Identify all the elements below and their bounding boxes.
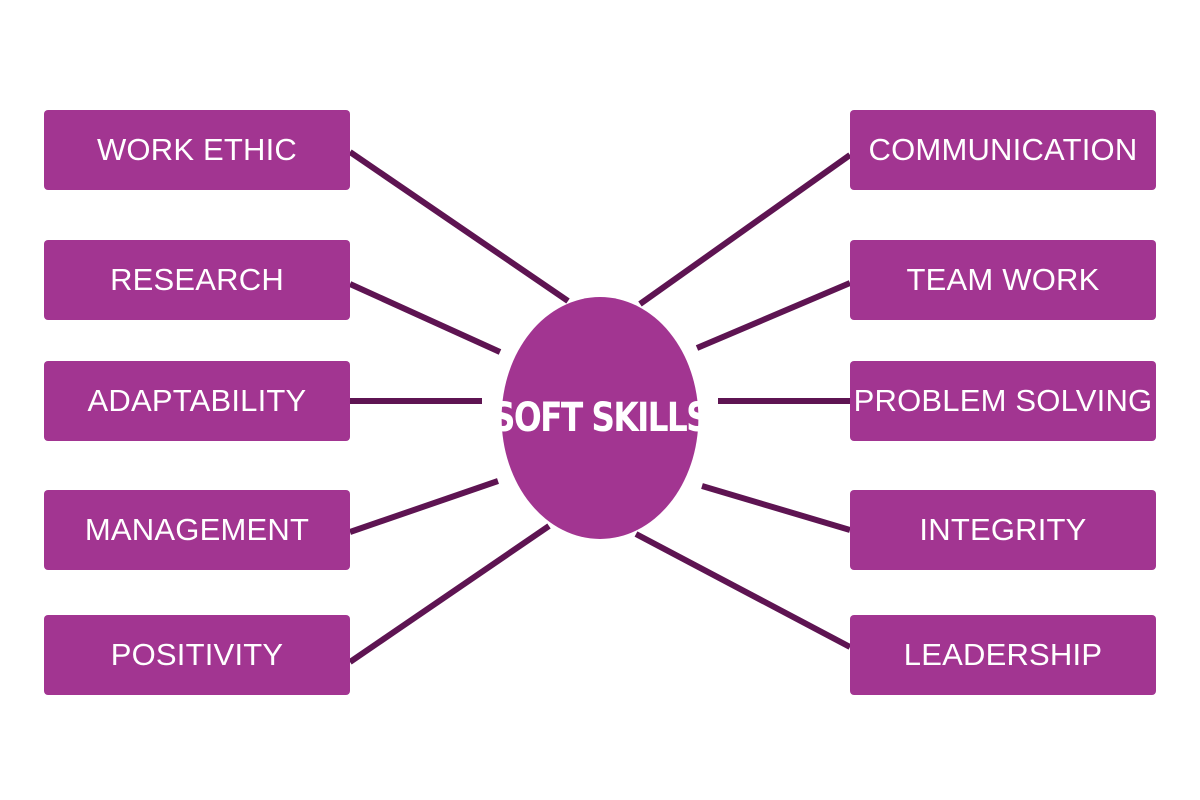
skill-box-leadership: LEADERSHIP: [850, 615, 1156, 695]
skill-box-management: MANAGEMENT: [44, 490, 350, 570]
skill-box-integrity: INTEGRITY: [850, 490, 1156, 570]
skill-label: MANAGEMENT: [84, 512, 310, 547]
skill-label: PROBLEM SOLVING: [853, 383, 1153, 418]
skill-label: ADAPTABILITY: [87, 383, 307, 418]
center-hub-label: SOFT SKILLS: [491, 395, 710, 441]
skill-box-positivity: POSITIVITY: [44, 615, 350, 695]
connector-work-ethic: [348, 149, 570, 304]
skill-box-communication: COMMUNICATION: [850, 110, 1156, 190]
skill-box-work-ethic: WORK ETHIC: [44, 110, 350, 190]
connector-research: [348, 281, 502, 355]
connector-positivity: [348, 523, 551, 665]
skill-label: POSITIVITY: [110, 637, 284, 672]
skill-label: TEAM WORK: [906, 262, 1100, 297]
skill-label: COMMUNICATION: [868, 132, 1138, 167]
skill-box-research: RESEARCH: [44, 240, 350, 320]
connector-communication: [638, 152, 852, 307]
skill-box-adaptability: ADAPTABILITY: [44, 361, 350, 441]
connector-team-work: [695, 280, 852, 351]
skill-box-team-work: TEAM WORK: [850, 240, 1156, 320]
skill-label: INTEGRITY: [919, 512, 1087, 547]
skill-box-problem-solving: PROBLEM SOLVING: [850, 361, 1156, 441]
connector-management: [349, 478, 499, 535]
skill-label: WORK ETHIC: [96, 132, 298, 167]
skill-label: LEADERSHIP: [903, 637, 1103, 672]
connector-integrity: [701, 483, 851, 533]
connector-leadership: [634, 531, 852, 650]
center-hub-circle: SOFT SKILLS: [492, 297, 710, 539]
skill-label: RESEARCH: [110, 262, 284, 297]
